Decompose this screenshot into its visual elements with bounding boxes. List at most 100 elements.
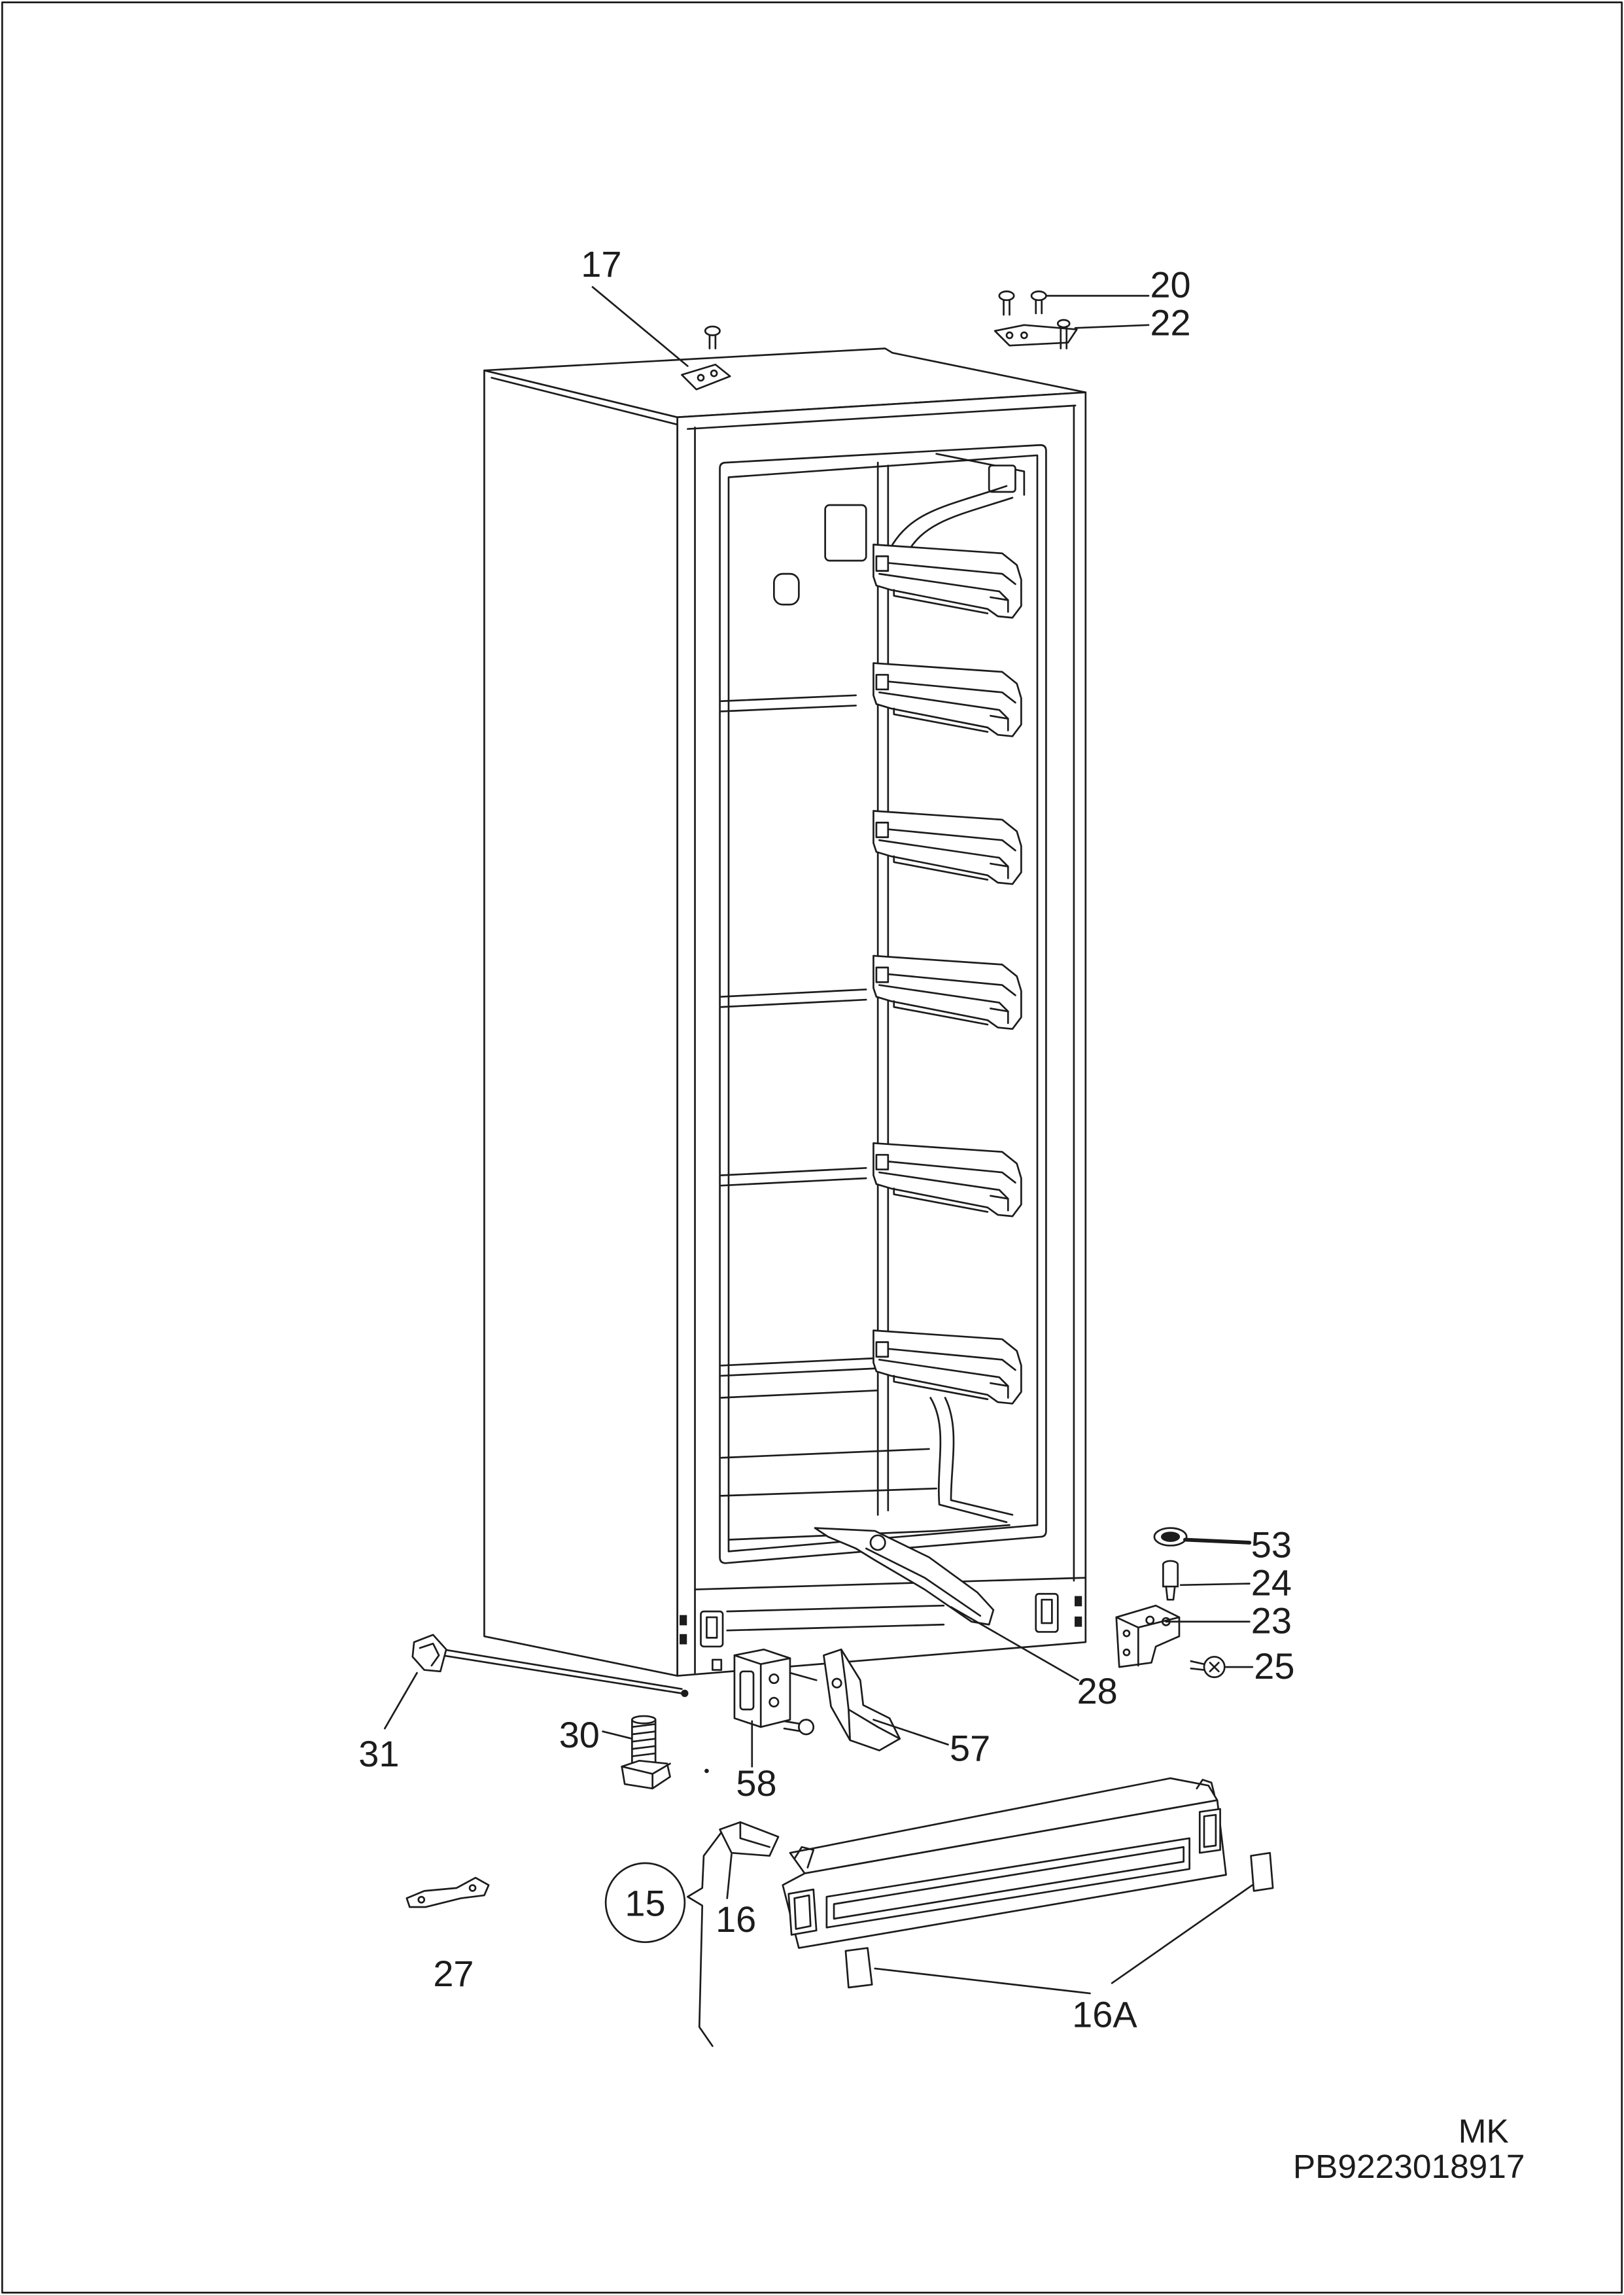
callout-24: 24: [1251, 1562, 1292, 1603]
shelf-guide-2: [720, 989, 867, 1008]
lower-hinge-slot-right-inner: [1041, 1598, 1053, 1624]
lower-air-duct: [929, 1397, 1014, 1523]
frame-hole-left-upper: [680, 1615, 687, 1626]
leader-17: [591, 286, 689, 367]
hinge-block-slot: [739, 1670, 755, 1711]
hinge-block-hole-1: [769, 1673, 780, 1685]
callout-17: 17: [581, 243, 621, 285]
kick-plate-right-slot-inner: [1203, 1813, 1217, 1848]
pin-tip: [1165, 1585, 1176, 1601]
callout-30: 30: [559, 1714, 600, 1755]
sensor-clip: [411, 1634, 447, 1673]
callout-53: 53: [1251, 1524, 1292, 1565]
part-27-spanner: [406, 1876, 490, 1908]
part-24-hinge-pin: [1162, 1560, 1179, 1601]
end-cap-left: [844, 1947, 873, 1989]
screw-cross-icon: [1209, 1662, 1220, 1673]
callout-57: 57: [950, 1727, 990, 1768]
part-58-hinge-block: [733, 1648, 818, 1736]
shelf-guide-1: [720, 694, 857, 712]
callout-20: 20: [1150, 264, 1190, 305]
cabinet-side-panel: [483, 369, 679, 1677]
callout-25: 25: [1254, 1645, 1294, 1687]
callout-23: 23: [1251, 1600, 1292, 1641]
foot-thread-top: [631, 1715, 657, 1725]
hinge-cover-body: [823, 1648, 901, 1751]
bottom-rail-upper: [726, 1604, 945, 1613]
part-17-top-hinge: [681, 325, 731, 391]
screw-shaft-1: [1003, 299, 1011, 316]
spanner-hole-1: [417, 1895, 426, 1904]
part-16-clip: [719, 1821, 780, 1857]
leader-30: [602, 1730, 633, 1740]
part-20-screws: [998, 290, 1047, 316]
hinge-block-screw-head: [798, 1719, 815, 1736]
stray-dot: [704, 1768, 709, 1774]
leader-53: [1183, 1537, 1252, 1545]
bottom-compartment-line-1: [720, 1389, 879, 1399]
leader-22: [1074, 324, 1150, 329]
cable-end: [681, 1689, 689, 1697]
shelf-guide-3: [720, 1166, 867, 1187]
pin-body: [1162, 1564, 1179, 1588]
end-cap-right: [1250, 1851, 1274, 1892]
leader-lines: [383, 286, 1254, 2047]
lower-bracket-hole-3: [1122, 1629, 1131, 1638]
spanner-hole-2: [468, 1884, 477, 1892]
hinge-bracket-plate: [993, 324, 1078, 347]
lower-bracket-hole-4: [1122, 1648, 1131, 1656]
hinge-pin-shaft: [1060, 325, 1068, 349]
part-57-hinge-cover: [823, 1648, 901, 1751]
plinth-top-edge: [694, 1577, 1087, 1590]
frame-hole-bottom: [712, 1658, 723, 1671]
top-hinge-hole-1: [697, 374, 705, 382]
spanner-body: [406, 1876, 490, 1908]
frame-hole-left-lower: [680, 1634, 687, 1645]
part-53-cap: [1153, 1527, 1188, 1547]
interior-light: [772, 572, 800, 606]
foot-base: [621, 1759, 671, 1790]
kick-plate-left-slot-inner: [793, 1894, 812, 1930]
leader-16a-right: [1111, 1884, 1254, 1984]
hinge-block-edge: [733, 1654, 791, 1728]
liner-opening-outer: [719, 444, 1047, 1564]
part-25-screw: [1190, 1656, 1226, 1679]
callout-22: 22: [1150, 302, 1190, 343]
leader-31: [383, 1672, 418, 1730]
cabinet-top-panel: [483, 347, 1087, 419]
top-air-vent: [988, 464, 1016, 493]
hinge-cover-hole: [831, 1677, 842, 1689]
frame-hole-right-upper: [1075, 1596, 1082, 1607]
screw-head-2: [1030, 290, 1047, 302]
side-panel-top-edge-line: [491, 377, 679, 426]
screw-head-1: [998, 290, 1015, 302]
bottom-compartment-line-2: [720, 1448, 930, 1459]
hinge-arm-ridge: [865, 1547, 982, 1617]
screw-thread: [1190, 1660, 1205, 1671]
kick-plate-tab-left: [793, 1846, 815, 1868]
foot-base-edge: [621, 1762, 671, 1790]
clip-body: [719, 1821, 780, 1857]
part-31-sensor-with-cable: [411, 1634, 689, 1697]
upper-air-duct: [891, 485, 1014, 555]
callout-58: 58: [736, 1762, 776, 1804]
sensor-clip-detail: [419, 1642, 440, 1667]
clip-fold: [739, 1821, 770, 1848]
kick-plate-vent-inner: [833, 1846, 1185, 1920]
part-16-kick-plate: [782, 1777, 1227, 1949]
hinge-block-hole-2: [769, 1696, 780, 1708]
top-hinge-screw-shaft: [708, 334, 717, 349]
callout-labels: 17 20 22 53 24 23 25 28 31 30 58 57 15 1…: [358, 243, 1294, 2035]
part-30-adjustable-foot: [621, 1715, 671, 1790]
screw-shaft-2: [1035, 299, 1043, 315]
model-code: MK: [1459, 2112, 1509, 2150]
top-hinge-hole-2: [710, 369, 718, 377]
cap-inner: [1161, 1532, 1181, 1542]
front-frame-top-inner-edge: [687, 404, 1077, 430]
kick-plate-tab-right: [1196, 1779, 1215, 1796]
callout-31: 31: [358, 1733, 399, 1774]
hinge-pin-head: [1056, 319, 1071, 328]
document-footer: MK PB9223018917: [1293, 2112, 1525, 2185]
